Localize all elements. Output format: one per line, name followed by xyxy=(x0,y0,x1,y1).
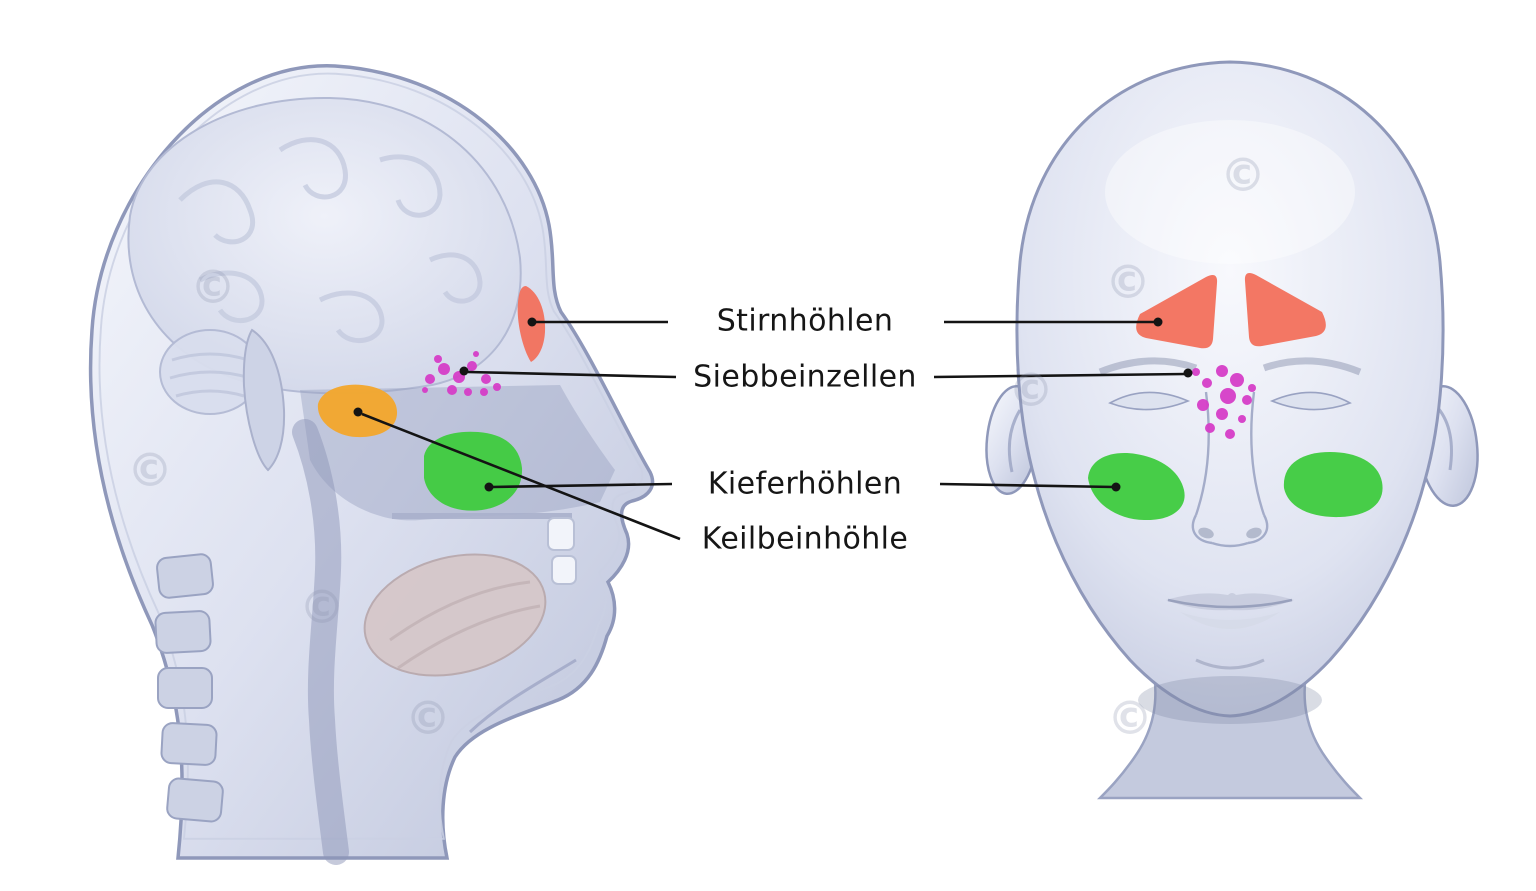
frontal-sinus-frontal-left xyxy=(1136,275,1218,349)
leader-dot-frontal-sagittal xyxy=(527,317,537,327)
copyright-watermark: © xyxy=(405,691,451,745)
leader-line-maxillary-left xyxy=(491,482,673,489)
label-ethmoid-cells: Siebbeinzellen xyxy=(693,359,917,395)
leader-line-ethmoid-right xyxy=(933,372,1187,379)
copyright-watermark: © xyxy=(299,580,345,634)
airway xyxy=(292,419,349,865)
copyright-watermark: © xyxy=(1008,363,1054,417)
leader-line-sphenoid xyxy=(361,412,681,541)
ethmoid-cells-sagittal xyxy=(422,351,501,396)
leader-dot-ethmoid-sagittal xyxy=(459,366,469,376)
leader-dot-sphenoid xyxy=(353,407,363,417)
label-frontal-sinuses: Stirnhöhlen xyxy=(716,303,894,339)
leader-dot-maxillary-frontal xyxy=(1111,482,1121,492)
right-nostril xyxy=(1246,527,1262,539)
cervical-vertebrae xyxy=(154,553,224,823)
mouth-line xyxy=(1167,598,1293,609)
chin-crease xyxy=(1195,658,1265,670)
chin-shadow xyxy=(1138,676,1322,724)
label-sphenoid-sinus: Keilbeinhöhle xyxy=(701,521,909,557)
sagittal-head-illustration xyxy=(88,64,655,865)
brainstem xyxy=(242,328,286,472)
right-eye xyxy=(1269,391,1352,411)
leader-lines xyxy=(361,320,1187,541)
left-eye xyxy=(1108,391,1191,411)
leader-dot-maxillary-sagittal xyxy=(484,482,494,492)
copyright-watermark: © xyxy=(190,260,236,314)
leader-dot-ethmoid-frontal xyxy=(1183,368,1193,378)
copyright-watermark: © xyxy=(127,443,173,497)
copyright-watermark: © xyxy=(1220,148,1266,202)
cerebellum-folds xyxy=(169,352,251,398)
leader-dots xyxy=(353,317,1193,492)
frontal-head-illustration xyxy=(985,60,1479,800)
leader-dot-frontal-frontal xyxy=(1153,317,1163,327)
leader-line-maxillary-right xyxy=(939,482,1115,489)
lower-lip xyxy=(1180,612,1280,629)
teeth xyxy=(547,517,577,585)
brain-folds xyxy=(178,137,483,343)
jaw-line xyxy=(468,658,577,734)
nose xyxy=(1191,391,1269,548)
ethmoid-cells-frontal xyxy=(1192,365,1256,439)
brow-ridges xyxy=(1098,357,1362,376)
forehead-highlight xyxy=(1105,120,1355,264)
sagittal-inner-contour xyxy=(98,72,644,840)
label-maxillary-sinuses: Kieferhöhlen xyxy=(707,466,903,502)
tongue xyxy=(363,553,547,677)
tongue-muscle-lines xyxy=(389,580,541,670)
right-ear-fold xyxy=(1436,407,1453,471)
frontal-sinus-frontal-right xyxy=(1244,273,1326,347)
copyright-watermark: © xyxy=(1107,691,1153,745)
copyright-watermark: © xyxy=(1105,255,1151,309)
maxillary-sinus-frontal-right xyxy=(1283,452,1383,518)
left-ear-fold xyxy=(1007,409,1022,473)
maxillary-sinus-frontal-left xyxy=(1088,453,1185,521)
leader-line-ethmoid-left xyxy=(467,370,677,379)
left-nostril xyxy=(1198,527,1214,539)
maxillary-sinus-sagittal xyxy=(424,431,523,511)
